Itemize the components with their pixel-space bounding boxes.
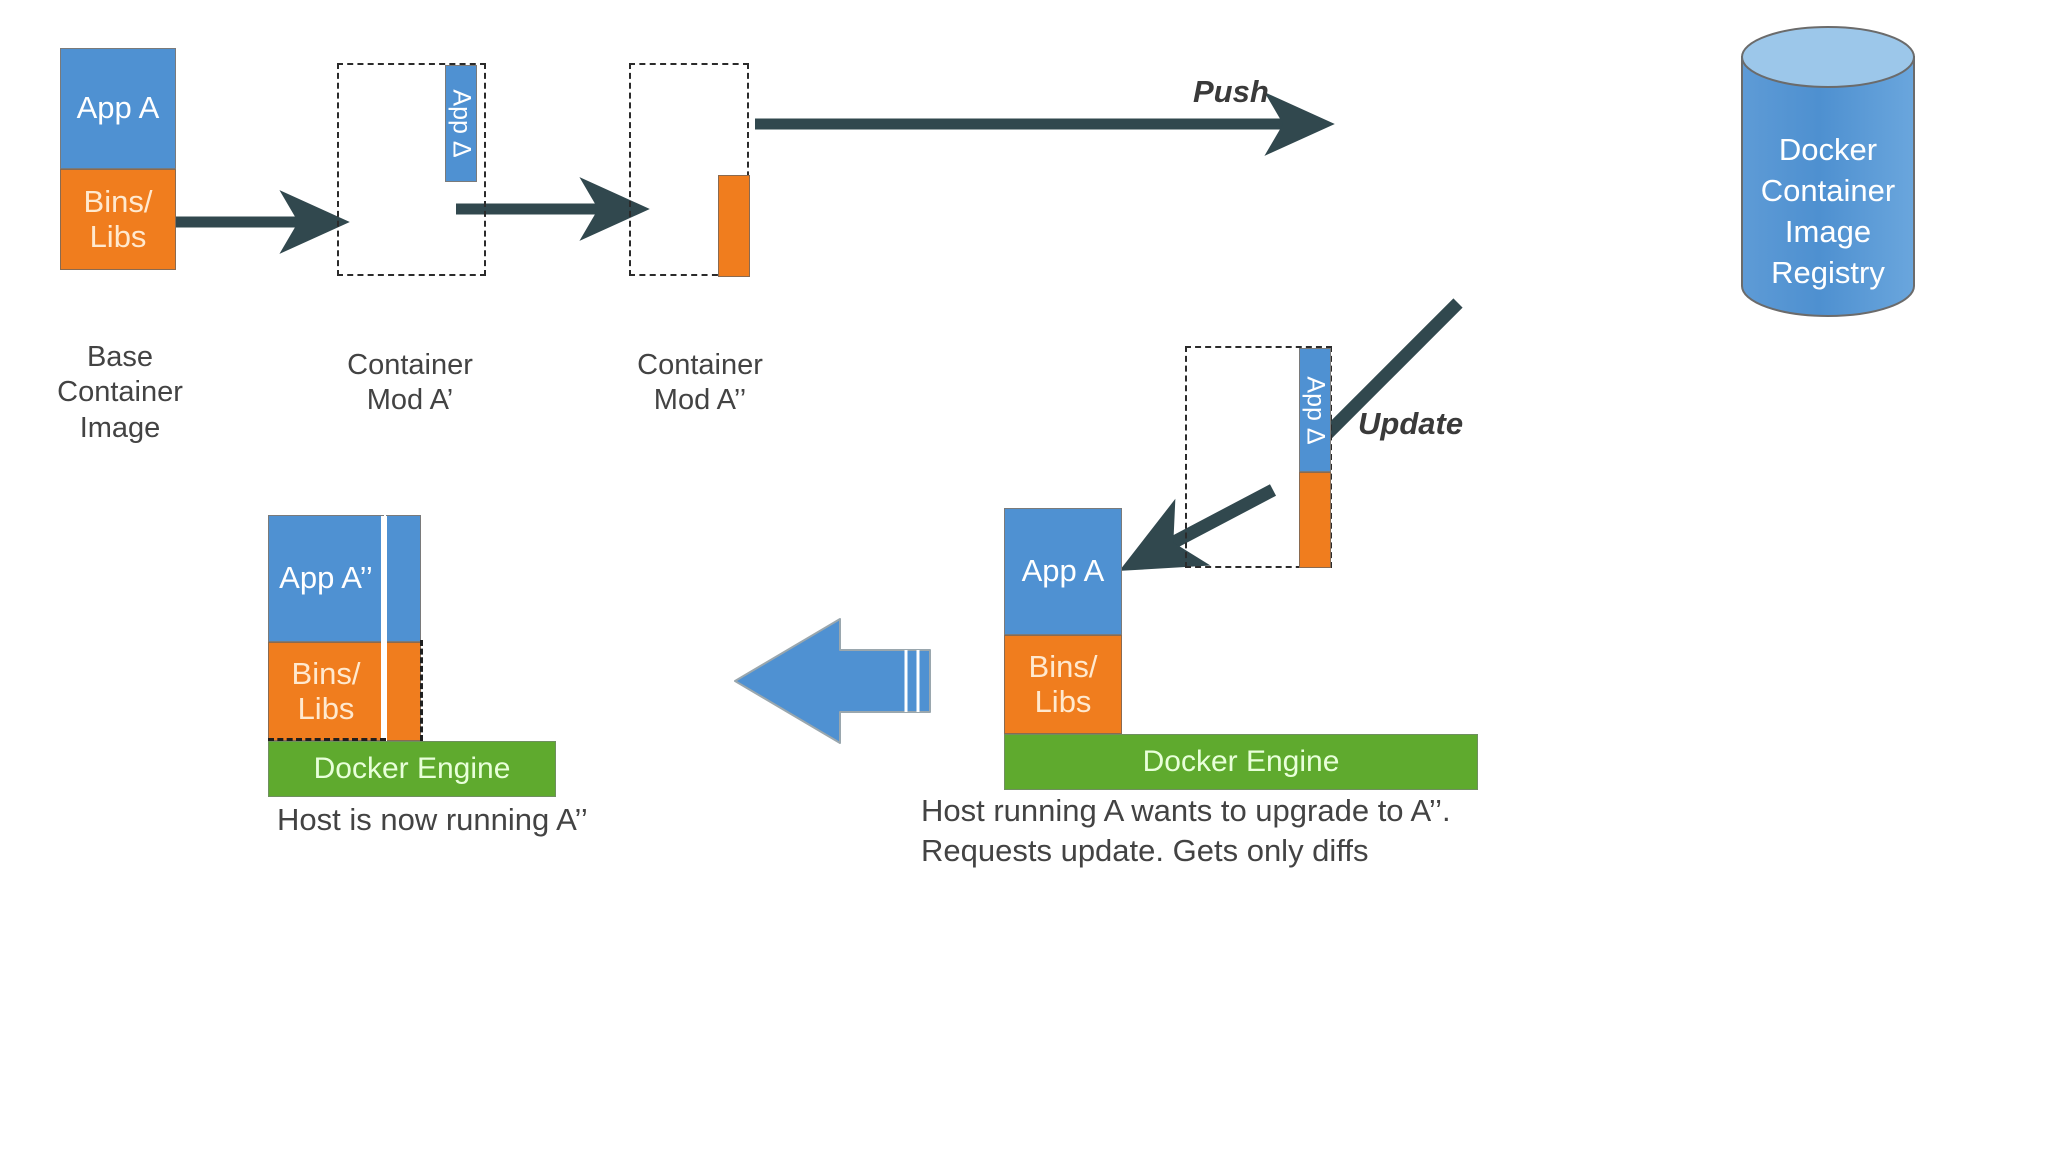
update-label: Update [1358,406,1464,441]
delta-package-frame [1185,346,1332,568]
left-host-app-label: App A’’ [279,560,373,596]
left-host-app-block: App A’’ [268,515,384,642]
right-host-caption: Host running A wants to upgrade to A’’. … [921,793,1451,868]
base-image-app-label: App A [76,90,160,126]
left-host-delta-dash-bottom [268,738,386,741]
delta-package-delta-label: App Δ [1301,375,1330,445]
container-mod-a-delta-block: App Δ [445,65,477,182]
right-host-bins-label: Bins/ Libs [1028,648,1098,719]
push-label: Push [1193,74,1269,109]
right-host-engine-block: Docker Engine [1004,734,1478,790]
left-host-engine-label: Docker Engine [313,752,511,786]
container-mod-a-delta-label: App Δ [447,89,476,158]
left-host-delta-app-strip [386,515,421,642]
left-host-delta-dash-right [420,640,423,741]
right-host-app-label: App A [1021,553,1105,589]
left-host-engine-block: Docker Engine [268,741,556,797]
left-host-bins-block: Bins/ Libs [268,642,384,741]
left-host-delta-bins-strip [386,642,421,741]
delta-package-bins-block [1299,472,1331,568]
base-image-caption: Base Container Image [57,341,183,444]
left-host-caption: Host is now running A’’ [277,802,588,837]
base-image-bins-block: Bins/ Libs [60,169,176,270]
right-host-app-block: App A [1004,508,1122,635]
right-host-engine-label: Docker Engine [1142,745,1340,779]
base-image-bins-label: Bins/ Libs [83,183,153,254]
left-host-merge-seam [381,516,387,741]
container-mod-a-caption: Container Mod A’ [347,349,473,417]
container-mod-a2-caption: Container Mod A’’ [637,349,763,417]
base-image-app-block: App A [60,48,176,169]
container-mod-a2-frame [629,63,749,276]
registry-label: Docker Container Image Registry [1760,132,1896,290]
big-left-arrow[interactable] [734,618,931,744]
container-mod-a-frame [337,63,486,276]
left-host-bins-label: Bins/ Libs [291,655,361,726]
container-mod-a2-bins-block [718,175,750,277]
delta-package-delta-block: App Δ [1299,348,1331,472]
right-host-bins-block: Bins/ Libs [1004,635,1122,734]
